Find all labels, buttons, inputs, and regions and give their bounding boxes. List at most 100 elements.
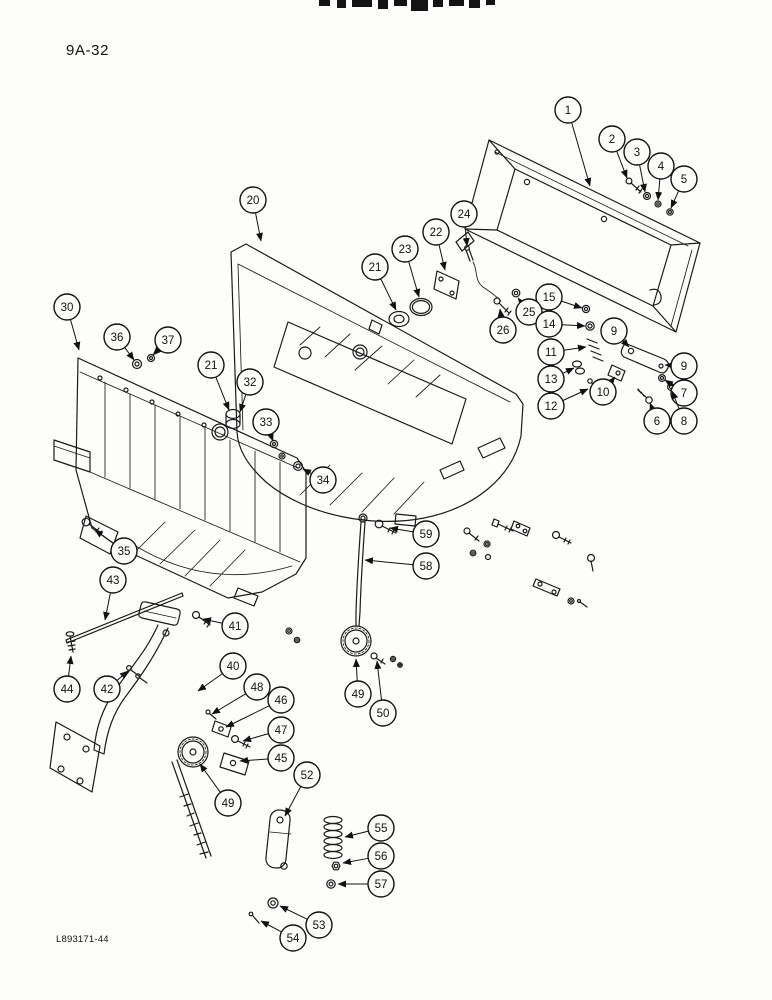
bushing-hardware [81, 408, 304, 536]
balloon-number: 59 [420, 529, 433, 541]
balloon-number: 23 [399, 244, 412, 256]
balloon-number: 6 [654, 416, 660, 428]
balloon-number: 1 [565, 105, 571, 117]
callout-45: 45 [239, 744, 295, 772]
balloon-circle [267, 686, 295, 714]
balloon-number: 44 [61, 684, 74, 696]
balloon-number: 45 [275, 753, 288, 765]
callout-22: 22 [422, 218, 450, 271]
callout-23: 23 [391, 235, 421, 298]
callout-54: 54 [260, 920, 307, 952]
balloon-number: 49 [352, 689, 365, 701]
balloon-number: 3 [634, 147, 640, 159]
balloon-circle [489, 316, 517, 344]
balloon-circle [598, 125, 626, 153]
balloon-circle [647, 152, 675, 180]
balloon-circle [267, 716, 295, 744]
balloon-circle [535, 310, 563, 338]
balloon-circle [670, 352, 698, 380]
callout-5: 5 [670, 165, 698, 209]
callout-20: 20 [239, 186, 267, 242]
callout-43: 43 [99, 566, 127, 621]
callout-1: 1 [554, 96, 592, 187]
callout-15: 15 [535, 283, 583, 311]
callout-56: 56 [342, 842, 395, 870]
shroud-washers [131, 353, 156, 370]
callout-24: 24 [450, 200, 478, 247]
balloon-number: 14 [543, 319, 556, 331]
callout-9: 9 [664, 352, 698, 380]
balloon-circle [252, 408, 280, 436]
balloon-circle [344, 680, 372, 708]
callout-57: 57 [337, 870, 395, 898]
callout-3: 3 [623, 138, 651, 193]
callout-8: 8 [670, 390, 698, 435]
callout-33: 33 [252, 408, 280, 442]
callout-59: 59 [389, 520, 440, 548]
balloon-circle [537, 392, 565, 420]
balloon-circle [367, 842, 395, 870]
balloon-number: 50 [377, 708, 390, 720]
balloon-number: 24 [458, 209, 471, 221]
balloon-circle [422, 218, 450, 246]
balloon-number: 49 [222, 798, 235, 810]
callout-52: 52 [284, 761, 321, 817]
callout-2: 2 [598, 125, 628, 179]
callout-44: 44 [53, 655, 81, 703]
balloon-circle [99, 566, 127, 594]
balloon-circle [219, 652, 247, 680]
callout-37: 37 [152, 326, 182, 356]
balloon-circle [197, 351, 225, 379]
callout-25: 25 [515, 297, 543, 326]
balloon-number: 55 [375, 823, 388, 835]
balloon-number: 13 [545, 374, 558, 386]
fan-shroud-upper [230, 243, 524, 527]
balloon-number: 36 [111, 332, 124, 344]
balloon-circle [412, 520, 440, 548]
callout-12: 12 [537, 388, 589, 420]
balloon-number: 8 [681, 416, 687, 428]
balloon-number: 41 [229, 621, 242, 633]
balloon-circle [293, 761, 321, 789]
balloon-number: 40 [227, 661, 240, 673]
balloon-circle [450, 200, 478, 228]
callout-58: 58 [364, 552, 440, 580]
balloon-circle [367, 870, 395, 898]
callout-32: 32 [236, 368, 264, 413]
balloon-number: 5 [681, 174, 687, 186]
callout-36: 36 [103, 323, 135, 361]
threaded-rod-assembly [171, 736, 212, 859]
page-number: 9A-32 [66, 42, 110, 59]
callout-26: 26 [489, 308, 517, 344]
balloon-number: 48 [251, 682, 264, 694]
balloon-number: 33 [260, 417, 273, 429]
balloon-number: 58 [420, 561, 433, 573]
balloon-circle [154, 326, 182, 354]
balloon-circle [214, 789, 242, 817]
balloon-circle [589, 378, 617, 406]
callout-42: 42 [93, 670, 129, 703]
callout-6: 6 [643, 402, 671, 435]
balloon-circle [361, 253, 389, 281]
callout-50: 50 [369, 660, 397, 727]
callout-13: 13 [537, 365, 575, 393]
balloon-circle [110, 537, 138, 565]
balloon-circle [670, 165, 698, 193]
balloon-circle [537, 365, 565, 393]
balloon-number: 37 [162, 335, 175, 347]
balloon-circle [243, 673, 271, 701]
balloon-circle [643, 407, 671, 435]
latch-pin-hardware [571, 304, 675, 404]
balloon-number: 20 [247, 195, 260, 207]
grommet-and-latch-hardware [388, 245, 521, 328]
balloon-number: 57 [375, 879, 388, 891]
balloon-number: 15 [543, 292, 556, 304]
callout-40: 40 [197, 652, 247, 692]
balloon-circle [600, 317, 628, 345]
radiator-frame [455, 139, 701, 333]
balloon-circle [515, 298, 543, 326]
balloon-number: 26 [497, 325, 510, 337]
balloon-circle [239, 186, 267, 214]
